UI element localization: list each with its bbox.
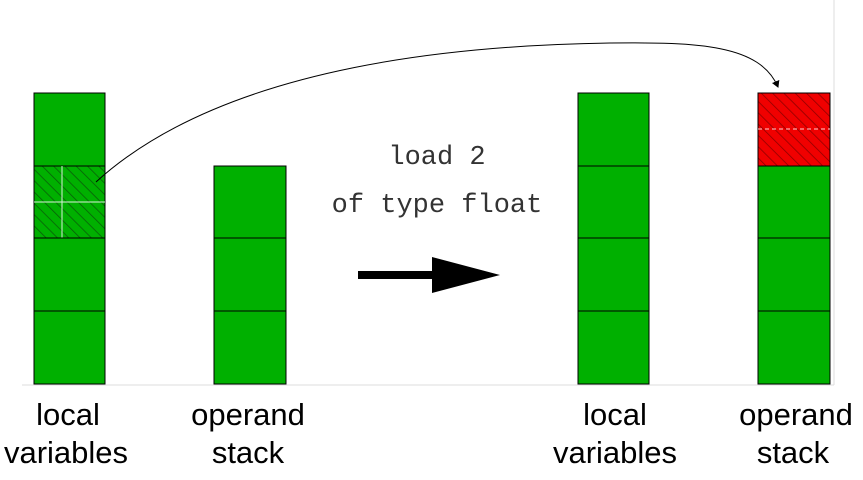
after-local-cell-1 <box>577 165 650 239</box>
after-stack-cell-1 <box>757 165 831 239</box>
before-local-label-line-1: local <box>36 397 100 432</box>
before-local-cell-2 <box>33 237 106 312</box>
before-stack-cell-1 <box>213 237 287 312</box>
after-local-label-line-2: variables <box>553 435 677 470</box>
after-local-cell-3 <box>577 310 650 385</box>
load-flow-curve-arrow <box>95 42 780 183</box>
before-local-cell-0 <box>33 92 106 167</box>
after-local-label-line-1: local <box>583 397 647 432</box>
transition-arrow-icon <box>358 257 500 293</box>
after-stack-label-line-2: stack <box>757 435 830 470</box>
before-local-cell-3 <box>33 310 106 385</box>
after-local-cell-0 <box>577 92 650 167</box>
after-local-variables-column <box>577 92 650 385</box>
after-stack-label-line-1: operand <box>739 397 853 432</box>
instruction-line-1: load 2 <box>388 143 485 173</box>
after-local-cell-2 <box>577 237 650 312</box>
before-stack-label-line-1: operand <box>191 397 305 432</box>
before-local-variables-column <box>33 92 106 385</box>
before-stack-label-line-2: stack <box>212 435 285 470</box>
before-local-label-line-2: variables <box>4 435 128 470</box>
instruction-line-2: of type float <box>332 191 543 221</box>
before-stack-cell-0 <box>213 165 287 239</box>
after-stack-cell-3 <box>757 310 831 385</box>
after-operand-stack-column <box>757 92 831 385</box>
before-stack-cell-2 <box>213 310 287 385</box>
before-operand-stack-column <box>213 165 287 385</box>
after-stack-cell-2 <box>757 237 831 312</box>
